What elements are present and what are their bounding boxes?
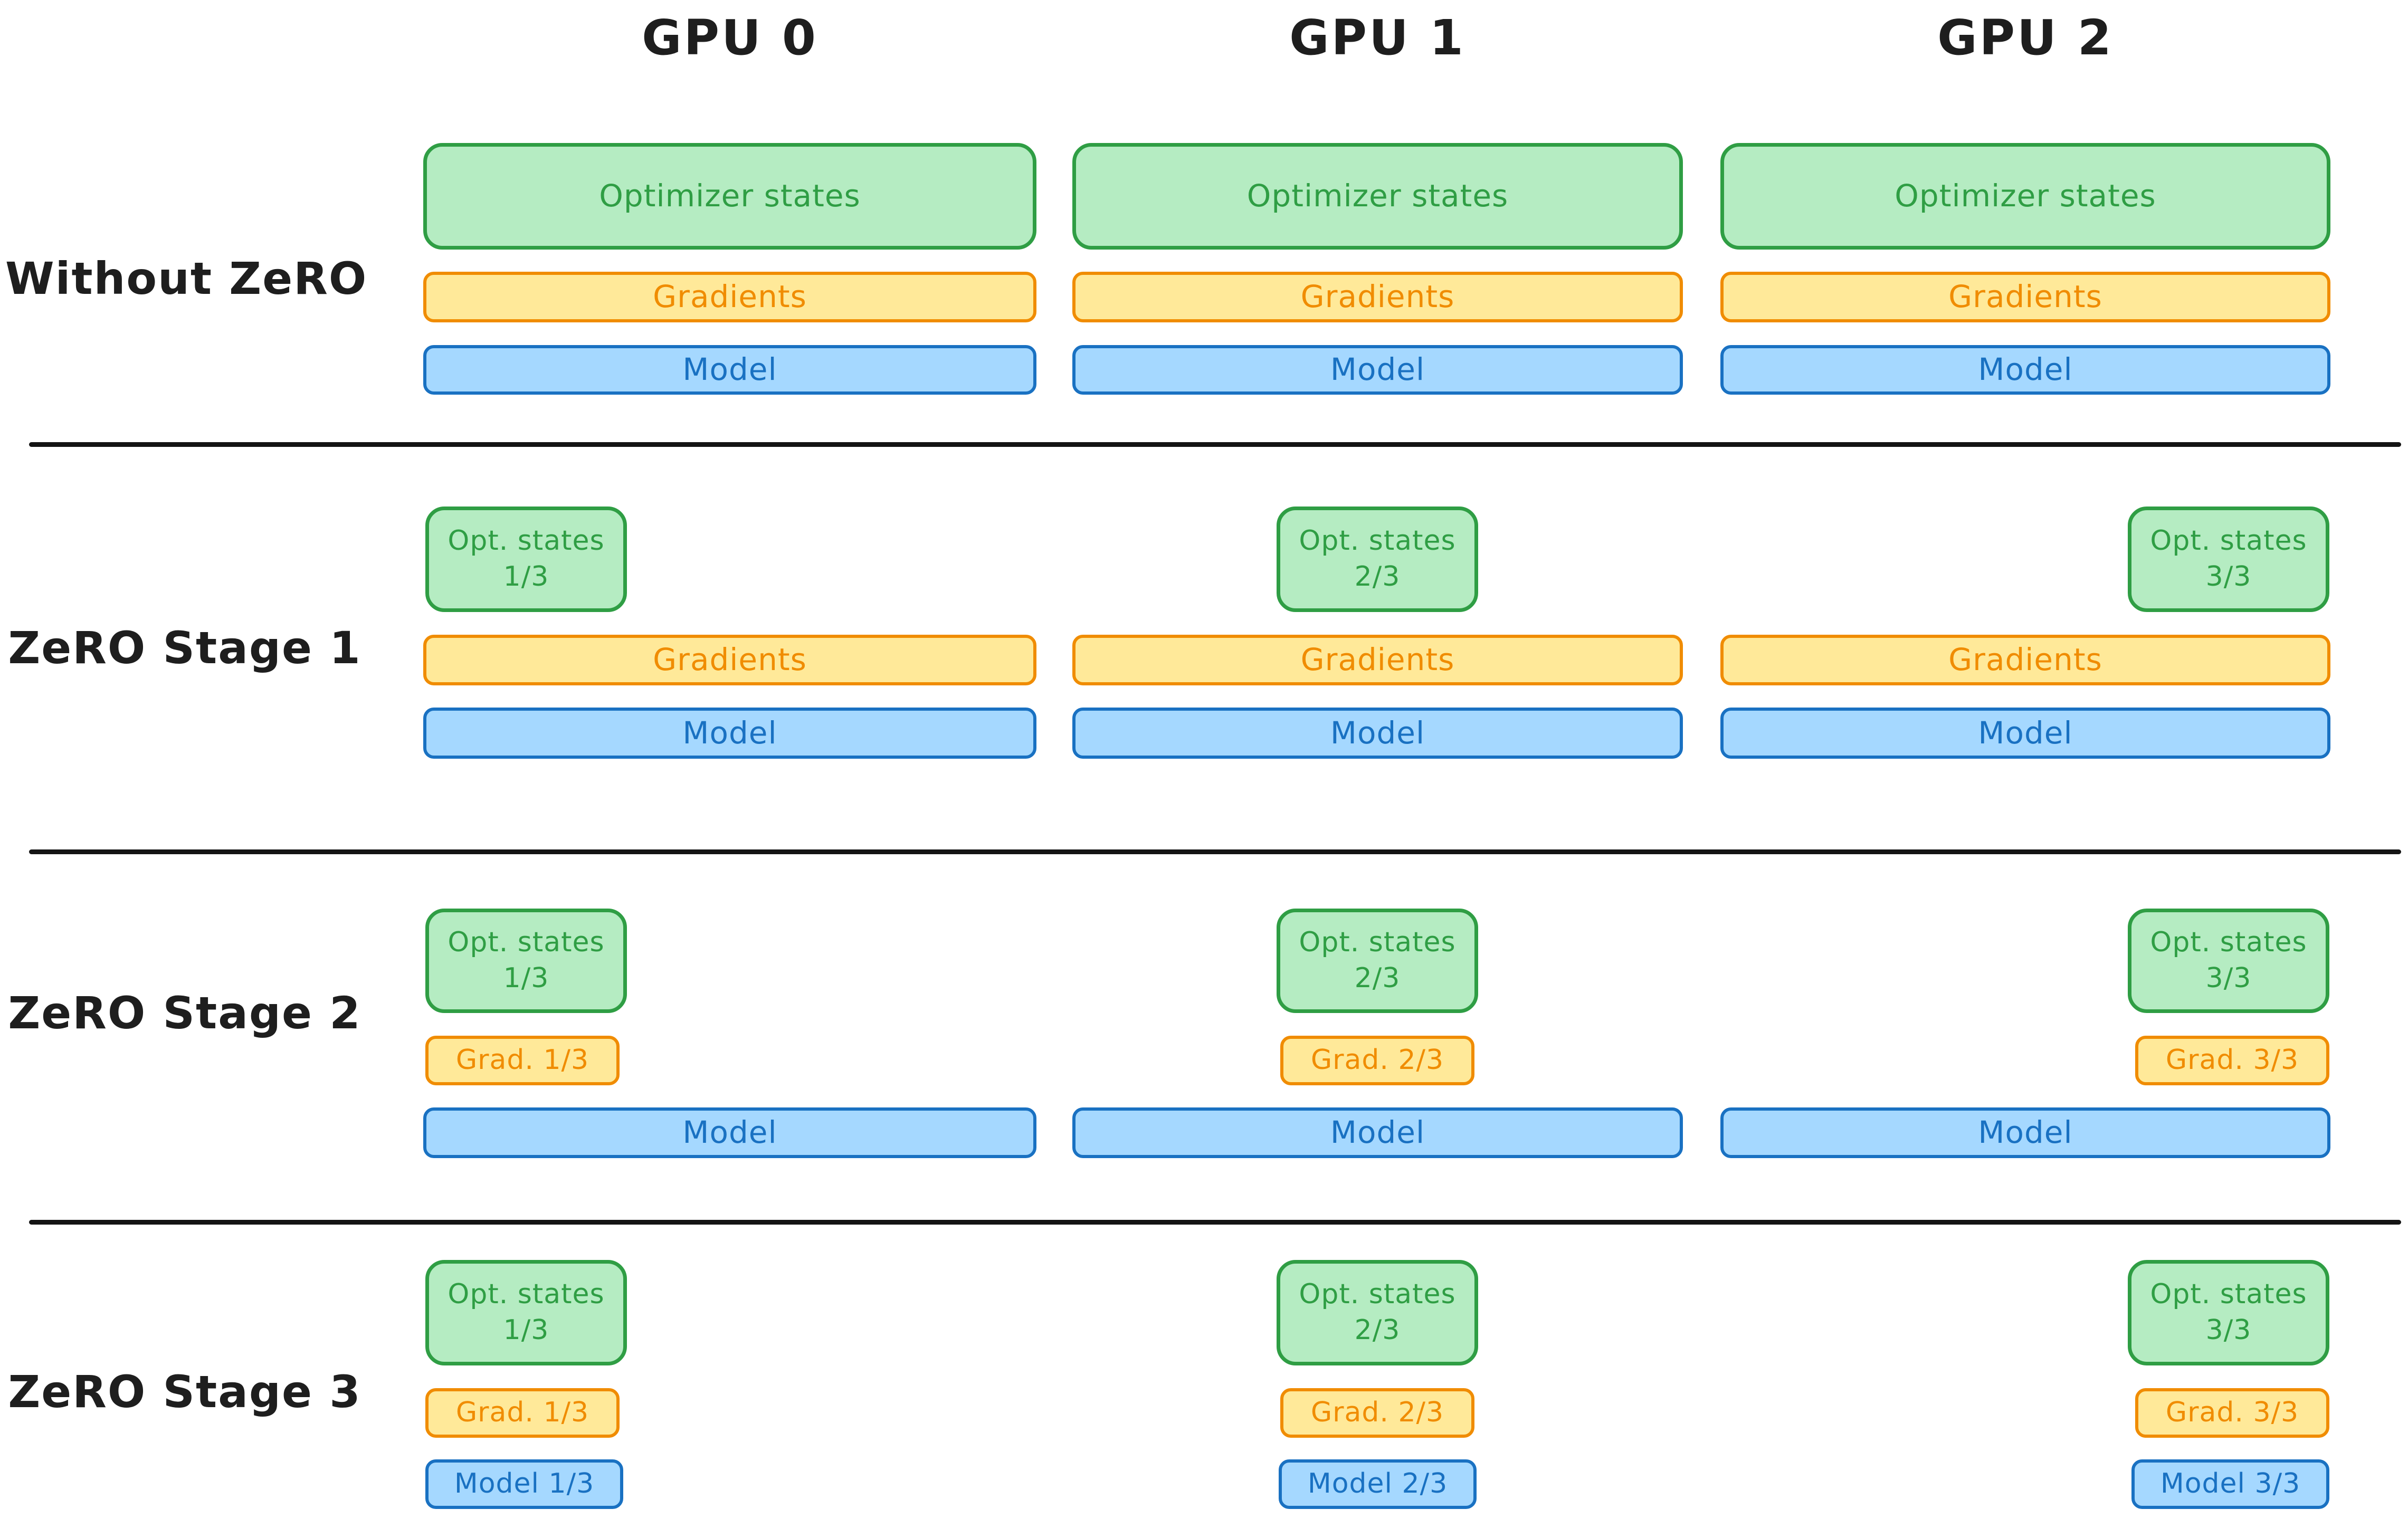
opt-states-shard-box-gpu0: Opt. states 1/3 bbox=[425, 507, 627, 612]
model-box-gpu2: Model bbox=[1720, 345, 2330, 395]
model-box-gpu1: Model bbox=[1072, 1107, 1683, 1158]
model-shard-box-gpu0: Model 1/3 bbox=[425, 1459, 623, 1509]
gradients-box-gpu1: Gradients bbox=[1072, 272, 1683, 322]
gradients-box-gpu0: Gradients bbox=[423, 272, 1036, 322]
opt-states-shard-box-gpu2: Opt. states 3/3 bbox=[2128, 507, 2329, 612]
model-shard-box-gpu1: Model 2/3 bbox=[1279, 1459, 1477, 1509]
row-label-zero-stage-1: ZeRO Stage 1 bbox=[8, 622, 361, 674]
opt-states-shard-box-gpu1: Opt. states 2/3 bbox=[1277, 507, 1478, 612]
gradients-shard-box-gpu0: Grad. 1/3 bbox=[425, 1036, 620, 1085]
row-label-zero-stage-3: ZeRO Stage 3 bbox=[8, 1366, 361, 1418]
row-label-zero-stage-2: ZeRO Stage 2 bbox=[8, 987, 361, 1039]
optimizer-states-box-gpu1: Optimizer states bbox=[1072, 143, 1683, 250]
model-box-gpu0: Model bbox=[423, 345, 1036, 395]
opt-states-shard-box-gpu2: Opt. states 3/3 bbox=[2128, 1260, 2329, 1365]
gradients-shard-box-gpu0: Grad. 1/3 bbox=[425, 1388, 620, 1438]
row-divider bbox=[29, 1220, 2401, 1225]
model-box-gpu1: Model bbox=[1072, 345, 1683, 395]
model-box-gpu0: Model bbox=[423, 1107, 1036, 1158]
model-box-gpu1: Model bbox=[1072, 708, 1683, 759]
row-label-without-zero: Without ZeRO bbox=[5, 253, 368, 304]
gradients-shard-box-gpu1: Grad. 2/3 bbox=[1280, 1388, 1474, 1438]
gradients-shard-box-gpu2: Grad. 3/3 bbox=[2135, 1388, 2329, 1438]
gradients-box-gpu0: Gradients bbox=[423, 635, 1036, 685]
optimizer-states-box-gpu0: Optimizer states bbox=[423, 143, 1036, 250]
opt-states-shard-box-gpu1: Opt. states 2/3 bbox=[1277, 909, 1478, 1013]
model-box-gpu2: Model bbox=[1720, 708, 2330, 759]
gradients-box-gpu2: Gradients bbox=[1720, 635, 2330, 685]
column-header-gpu-0: GPU 0 bbox=[642, 9, 818, 66]
model-box-gpu2: Model bbox=[1720, 1107, 2330, 1158]
opt-states-shard-box-gpu0: Opt. states 1/3 bbox=[425, 909, 627, 1013]
column-header-gpu-2: GPU 2 bbox=[1937, 9, 2114, 66]
gradients-shard-box-gpu1: Grad. 2/3 bbox=[1280, 1036, 1474, 1085]
model-shard-box-gpu2: Model 3/3 bbox=[2131, 1459, 2329, 1509]
opt-states-shard-box-gpu2: Opt. states 3/3 bbox=[2128, 909, 2329, 1013]
model-box-gpu0: Model bbox=[423, 708, 1036, 759]
gradients-box-gpu1: Gradients bbox=[1072, 635, 1683, 685]
column-header-gpu-1: GPU 1 bbox=[1289, 9, 1465, 66]
opt-states-shard-box-gpu0: Opt. states 1/3 bbox=[425, 1260, 627, 1365]
opt-states-shard-box-gpu1: Opt. states 2/3 bbox=[1277, 1260, 1478, 1365]
optimizer-states-box-gpu2: Optimizer states bbox=[1720, 143, 2330, 250]
row-divider bbox=[29, 442, 2401, 447]
gradients-shard-box-gpu2: Grad. 3/3 bbox=[2135, 1036, 2329, 1085]
gradients-box-gpu2: Gradients bbox=[1720, 272, 2330, 322]
row-divider bbox=[29, 849, 2401, 854]
